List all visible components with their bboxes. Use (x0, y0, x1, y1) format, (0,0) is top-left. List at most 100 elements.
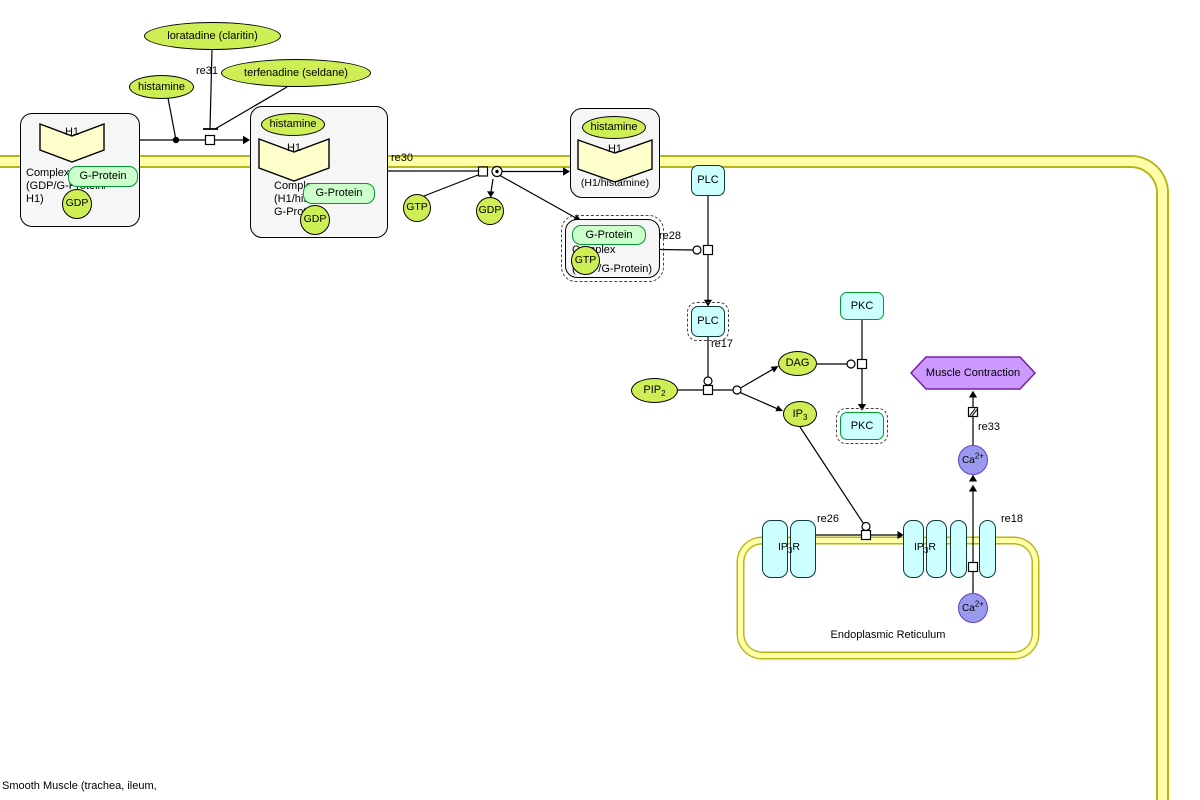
ip3r2-left-subunit[interactable] (903, 520, 924, 578)
species-dag[interactable]: DAG (778, 351, 817, 376)
species-plc[interactable]: PLC (691, 165, 725, 196)
arrowhead (487, 191, 495, 198)
catalysis-circle (846, 359, 856, 369)
arrowhead (243, 135, 250, 145)
er-compartment[interactable] (738, 538, 1038, 658)
pkc-active-outline (836, 408, 888, 444)
arrowhead (968, 390, 978, 398)
reaction-pkc-activation[interactable] (817, 320, 868, 411)
reaction-label-re28: re28 (659, 230, 682, 242)
reaction-re31-process-square[interactable] (204, 134, 216, 146)
histamine-label: histamine (269, 118, 317, 131)
loratadine-label: loratadine (claritin) (167, 29, 258, 42)
gprotein-label: G-Protein (315, 187, 363, 200)
species-histamine-c2[interactable]: histamine (261, 113, 325, 136)
gtp-label: GTP (574, 253, 597, 266)
species-terfenadine[interactable]: terfenadine (seldane) (221, 59, 371, 87)
ip3r1-left-subunit[interactable] (762, 520, 788, 578)
reaction-re31[interactable] (140, 49, 288, 146)
arrowhead (775, 405, 783, 412)
compartment-label: Smooth Muscle (trachea, ileum, (2, 780, 157, 792)
species-pkc[interactable]: PKC (840, 292, 884, 320)
reaction-re17[interactable] (678, 337, 783, 412)
species-gdp-free[interactable]: GDP (476, 197, 504, 225)
ca-channel-left-subunit[interactable] (950, 520, 967, 578)
dag-label: DAG (785, 357, 810, 370)
reaction-re28[interactable] (659, 196, 714, 307)
gdp-label: GDP (65, 197, 89, 210)
reaction-label-re18: re18 (1001, 513, 1024, 525)
arrowhead (703, 299, 713, 307)
species-gtp-free[interactable]: GTP (403, 194, 431, 222)
h1-receptor-icon[interactable] (258, 138, 330, 182)
pkc-process-square[interactable] (856, 358, 868, 370)
ca-label: Ca2+ (962, 599, 984, 614)
arrowhead (563, 167, 570, 176)
ip3-label: IP3 (792, 407, 808, 423)
reaction-re28-process-square[interactable] (702, 244, 714, 256)
reaction-label-re33: re33 (978, 421, 1001, 433)
species-gprotein-c1[interactable]: G-Protein (68, 166, 138, 187)
h1-receptor-icon[interactable] (577, 139, 653, 183)
ip3r1-right-subunit[interactable] (790, 520, 816, 578)
h1-receptor-label: H1 (607, 143, 623, 155)
arrowhead (968, 484, 978, 492)
complex4-active-outline (561, 215, 664, 282)
gdp-label: GDP (303, 213, 327, 226)
reaction-re17-process-square[interactable] (702, 384, 714, 396)
er-label: Endoplasmic Reticulum (830, 629, 946, 641)
reaction-re18[interactable] (967, 474, 979, 593)
reaction-label-re30: re30 (391, 152, 414, 164)
species-histamine-free[interactable]: histamine (129, 75, 194, 99)
species-ca-er[interactable]: Ca2+ (958, 593, 988, 623)
plc-label: PLC (697, 315, 719, 328)
catalysis-circle (861, 521, 871, 532)
species-pip2[interactable]: PIP2 (631, 378, 678, 403)
species-pkc-active[interactable]: PKC (840, 412, 884, 440)
gprotein-label: G-Protein (79, 170, 127, 183)
gdp-label: GDP (478, 204, 502, 217)
pip2-label: PIP2 (643, 384, 666, 399)
species-ip3[interactable]: IP3 (783, 401, 817, 427)
ca-channel-right-subunit[interactable] (979, 520, 996, 578)
reaction-label-re31: re31 (196, 65, 219, 77)
arrowhead (857, 404, 867, 411)
reaction-re26[interactable] (799, 426, 904, 541)
reaction-re33[interactable] (967, 390, 979, 445)
catalysis-circle (703, 376, 713, 386)
reaction-label-re17: re17 (711, 338, 734, 350)
association-dot (172, 136, 180, 144)
species-ca-cytosol[interactable]: Ca2+ (958, 445, 988, 475)
species-gdp-c2[interactable]: GDP (300, 205, 330, 235)
muscle-contraction-label: Muscle Contraction (925, 366, 1021, 379)
arrowhead (968, 474, 978, 482)
species-gprotein-c4[interactable]: G-Protein (572, 225, 646, 245)
species-plc-active[interactable]: PLC (691, 306, 725, 337)
reaction-label-re26: re26 (817, 513, 840, 525)
histamine-label: histamine (590, 121, 638, 134)
arrowhead (770, 366, 779, 373)
species-loratadine[interactable]: loratadine (claritin) (144, 22, 281, 50)
species-gdp-c1[interactable]: GDP (62, 189, 92, 219)
reaction-re26-process-square[interactable] (860, 529, 872, 541)
species-gtp-c4[interactable]: GTP (571, 246, 600, 275)
histamine-label: histamine (137, 80, 186, 93)
pkc-label: PKC (850, 419, 874, 432)
h1-receptor-icon[interactable] (39, 123, 105, 163)
arrowhead (897, 530, 904, 540)
ip3r2-label: IP3R (914, 541, 936, 556)
ip3r2-right-subunit[interactable] (926, 520, 947, 578)
gtp-label: GTP (406, 201, 428, 214)
phenotype-hexagon[interactable] (910, 356, 1036, 390)
reaction-re30-process-square[interactable] (477, 166, 489, 177)
reaction-re30[interactable] (388, 165, 581, 222)
plc-active-outline (687, 302, 729, 341)
branch-circle (732, 385, 742, 395)
ca-label: Ca2+ (962, 451, 984, 466)
species-histamine-c3[interactable]: histamine (582, 116, 646, 139)
h1-receptor-label: H1 (286, 142, 302, 154)
species-gprotein-c2[interactable]: G-Protein (303, 183, 375, 204)
reaction-re18-process-square[interactable] (967, 561, 979, 573)
